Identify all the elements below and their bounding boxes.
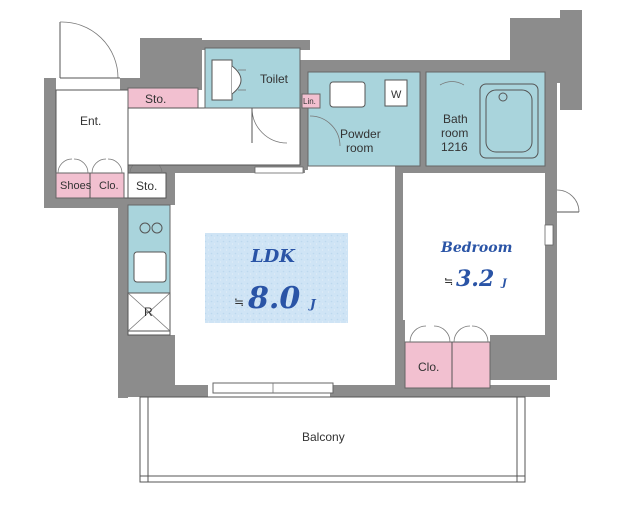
- washer-label: W: [391, 89, 402, 101]
- powder-room-label-1: Powder: [340, 127, 381, 141]
- bedroom-size: 3.2: [456, 266, 494, 292]
- storage-bottom-label: Sto.: [136, 179, 157, 193]
- shoes-closet[interactable]: Shoes Clo.: [55, 158, 125, 199]
- storage-top-label: Sto.: [145, 92, 166, 106]
- balcony[interactable]: Balcony: [139, 396, 526, 483]
- shoes-label: Shoes: [60, 180, 92, 192]
- bedroom-unit: J: [500, 278, 508, 289]
- ldk-approx: ≒: [234, 295, 244, 309]
- bedroom-label: Bedroom: [440, 240, 512, 256]
- bedroom-closet[interactable]: Clo.: [404, 325, 491, 389]
- fridge-label: R: [144, 305, 153, 319]
- toilet-room[interactable]: Toilet: [204, 47, 301, 144]
- balcony-label: Balcony: [302, 430, 345, 444]
- hallway: [127, 107, 301, 166]
- kitchen[interactable]: R: [127, 204, 171, 336]
- bathroom-label-1: Bath: [443, 112, 468, 126]
- bathroom-label-3: 1216: [441, 140, 468, 154]
- powder-room[interactable]: W Lin. Powder room: [301, 71, 421, 167]
- bedroom-approx: ≒: [444, 276, 453, 288]
- ldk-room[interactable]: LDK ≒ 8.0 J: [175, 166, 395, 394]
- ldk-label: LDK: [250, 246, 296, 267]
- ldk-unit: J: [308, 297, 317, 311]
- closet-label: Clo.: [418, 360, 439, 374]
- bathroom-label-2: room: [441, 126, 468, 140]
- ldk-highlight: [205, 233, 348, 323]
- shoes-closet-label: Clo.: [99, 180, 119, 192]
- entrance-label: Ent.: [80, 114, 101, 128]
- bedroom[interactable]: Bedroom ≒ 3.2 J: [403, 173, 580, 320]
- powder-room-label-2: room: [346, 141, 373, 155]
- linen-label: Lin.: [303, 97, 316, 106]
- ldk-size: 8.0: [247, 281, 300, 316]
- storage-bottom[interactable]: Sto.: [127, 160, 167, 199]
- bathroom[interactable]: Bath room 1216: [425, 71, 546, 167]
- toilet-label: Toilet: [260, 72, 289, 86]
